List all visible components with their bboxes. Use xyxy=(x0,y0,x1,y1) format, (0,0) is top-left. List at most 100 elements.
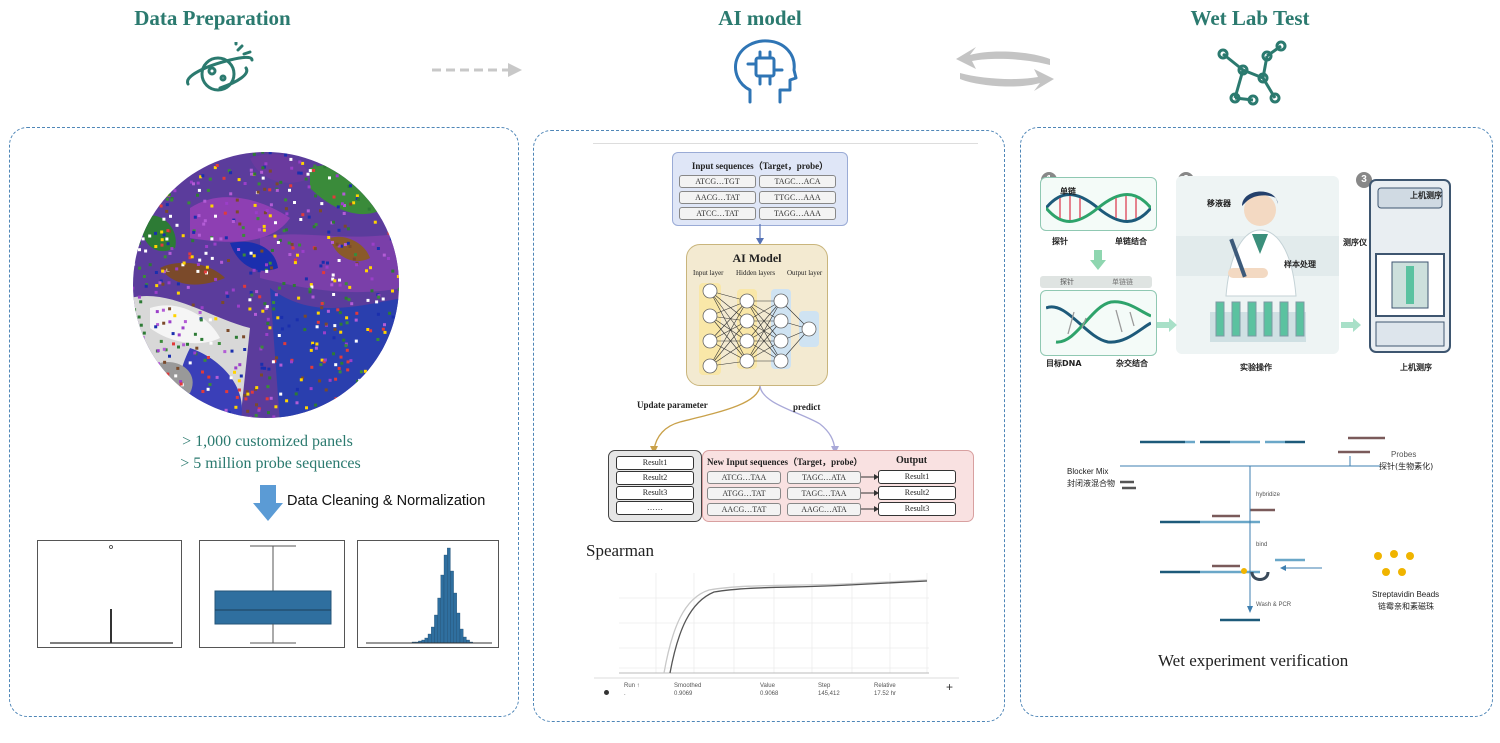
add-run-icon[interactable]: + xyxy=(946,680,954,694)
spike-plot xyxy=(37,540,182,648)
step1-bar-right-label: 单链链 xyxy=(1112,278,1133,286)
hybridize-label: hybridize xyxy=(1256,492,1281,498)
exchange-arrows-icon xyxy=(956,47,1054,91)
hybridization-workflow xyxy=(1120,436,1385,622)
new-seq-cell: ATGG…TAT xyxy=(707,487,781,500)
step2-pipette-label: 移液器 xyxy=(1207,199,1231,208)
step2-sample-label: 样本处理 xyxy=(1284,260,1316,269)
input-seq-cell: TTGC…AAA xyxy=(759,191,836,204)
step1-bind-label: 单链结合 xyxy=(1115,237,1147,246)
input-seq-cell: TAGC…ACA xyxy=(759,175,836,188)
step1-single-strand-label: 单链 xyxy=(1060,187,1076,196)
panels-count-text: > 1,000 customized panels xyxy=(182,433,353,450)
curve-footer-value-value: 0.9068 xyxy=(760,691,779,697)
input-sequences-title: Input sequences（Target，probe） xyxy=(691,161,829,171)
stage-title-ai-model: AI model xyxy=(718,6,802,30)
step2-operation-label: 实验操作 xyxy=(1240,363,1272,372)
new-seq-cell: AACG…TAT xyxy=(707,503,781,516)
molecule-network-icon xyxy=(1217,40,1287,106)
stage-title-data-preparation: Data Preparation xyxy=(134,6,291,30)
step3-instrument-label: 测序仪 xyxy=(1343,238,1367,247)
new-seq-cell: AAGC…ATA xyxy=(787,503,861,516)
step-3-badge: 3 xyxy=(1356,172,1372,188)
spearman-label: Spearman xyxy=(586,541,654,560)
data-preparation-panel xyxy=(9,127,519,717)
result-item: Result1 xyxy=(616,456,694,470)
scientist-illustration xyxy=(1176,191,1339,342)
ai-model-title: AI Model xyxy=(732,251,782,265)
neural-network-diagram xyxy=(699,283,819,375)
input-to-model-arrow xyxy=(756,224,764,245)
spearman-training-curve xyxy=(594,568,959,716)
streptavidin-beads-label: Streptavidin Beads xyxy=(1372,590,1440,599)
step-arrow xyxy=(1157,318,1177,332)
step-arrow xyxy=(1341,318,1361,332)
step3-top-label: 上机测序 xyxy=(1410,191,1442,200)
output-result: Result3 xyxy=(878,502,956,516)
step3-sequencing-label: 上机测序 xyxy=(1400,363,1432,372)
output-layer-label: Output layer xyxy=(787,269,823,277)
curve-footer-smoothed-value: 0.9069 xyxy=(674,691,693,697)
wet-verification-label: Wet experiment verification xyxy=(1158,651,1349,670)
new-seq-cell: TAGC…ATA xyxy=(787,471,861,484)
new-seq-cell: TAGC…TAA xyxy=(787,487,861,500)
streptavidin-beads-cn-label: 链霉亲和素磁珠 xyxy=(1378,602,1434,611)
curve-run-dot xyxy=(604,690,609,695)
output-result: Result2 xyxy=(878,486,956,500)
wash-pcr-label: Wash & PCR xyxy=(1256,602,1292,608)
curve-footer-relative-header: Relative xyxy=(874,683,896,689)
data-cluster-scatter xyxy=(133,152,399,418)
streptavidin-beads-icon xyxy=(1374,550,1414,576)
input-sequences-box: Input sequences（Target，probe） ATCG…TGT T… xyxy=(672,152,848,226)
output-arrows xyxy=(861,474,879,512)
curve-footer-run-header: Run ↑ xyxy=(624,683,640,689)
ai-model-panel xyxy=(533,130,1005,722)
input-layer-label: Input layer xyxy=(693,269,724,277)
sequencer-instrument xyxy=(1369,179,1451,353)
result-item: Result3 xyxy=(616,486,694,500)
boxplot xyxy=(199,540,345,648)
output-title: Output xyxy=(896,455,928,466)
input-seq-cell: ATCC…TAT xyxy=(679,207,756,220)
result-item: …… xyxy=(616,501,694,515)
down-arrow-icon xyxy=(253,485,283,521)
step1-bottom-box xyxy=(1040,290,1157,356)
probe-count-text: > 5 million probe sequences xyxy=(180,455,361,472)
probes-label: Probes xyxy=(1391,450,1417,459)
input-seq-cell: ATCG…TGT xyxy=(679,175,756,188)
ai-model-box: AI Model Input layer Hidden layers Outpu… xyxy=(686,244,828,386)
results-box: Result1 Result2 Result3 …… xyxy=(608,450,702,522)
curve-footer-smoothed-header: Smoothed xyxy=(674,683,702,689)
curve-footer-run-value: . xyxy=(624,691,626,697)
blocker-mix-cn-label: 封闭液混合物 xyxy=(1067,479,1115,488)
dashed-arrow-icon xyxy=(432,63,522,77)
stage-title-wet-lab: Wet Lab Test xyxy=(1190,6,1310,30)
planet-icon xyxy=(186,42,254,92)
step1-bar-left-label: 探针 xyxy=(1060,278,1074,286)
step1-down-arrow xyxy=(1090,250,1106,270)
curve-footer-value-header: Value xyxy=(760,683,775,689)
data-cleaning-label: Data Cleaning & Normalization xyxy=(287,493,486,509)
curve-footer-step-header: Step xyxy=(818,683,831,689)
blocker-mix-label: Blocker Mix xyxy=(1067,467,1109,476)
new-input-title: New Input sequences（Target，probe） xyxy=(707,457,863,467)
feedback-curves xyxy=(650,385,839,454)
step1-hybrid-label: 杂交结合 xyxy=(1116,359,1148,368)
dna-hybrid-icon xyxy=(1046,300,1151,344)
histogram xyxy=(357,540,499,648)
input-seq-cell: TAGG…AAA xyxy=(759,207,836,220)
new-seq-cell: ATCG…TAA xyxy=(707,471,781,484)
probes-cn-label: 探针(生物素化) xyxy=(1379,462,1434,471)
curve-footer-step-value: 145,412 xyxy=(818,691,840,697)
hidden-layers-label: Hidden layers xyxy=(736,269,776,277)
wet-lab-panel xyxy=(1020,127,1493,717)
result-item: Result2 xyxy=(616,471,694,485)
update-parameter-label: Update parameter xyxy=(637,400,708,410)
step1-probe-label: 探针 xyxy=(1052,237,1068,246)
new-input-sequences-box: New Input sequences（Target，probe） Output… xyxy=(702,450,974,522)
bind-label: bind xyxy=(1256,542,1268,548)
predict-label: predict xyxy=(793,402,821,412)
curve-footer-relative-value: 17.52 hr xyxy=(874,691,897,697)
dna-helix-icon xyxy=(1046,193,1151,223)
step1-bar xyxy=(1040,276,1152,288)
